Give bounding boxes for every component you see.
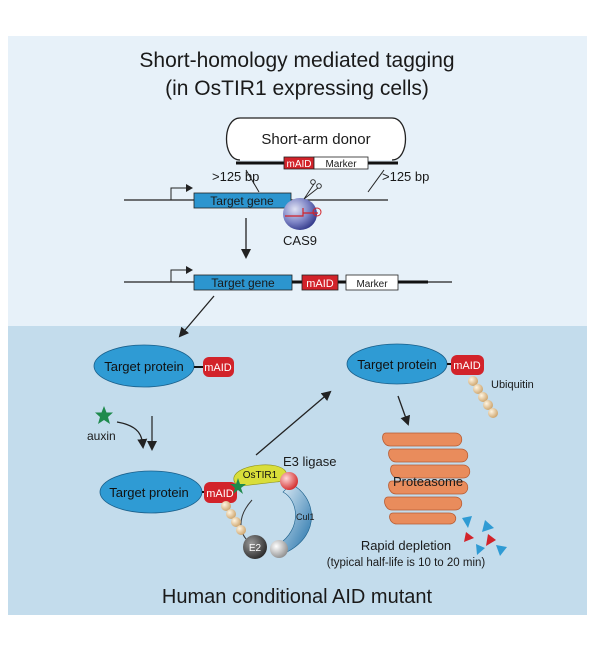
e3-ligase-label: E3 ligase	[283, 454, 336, 469]
cul1-label: Cul1	[296, 512, 315, 522]
target-gene-label-before: Target gene	[210, 194, 274, 208]
cut-site-mark	[285, 208, 318, 217]
crossover-right	[367, 169, 385, 193]
promoter-arrow-before	[170, 187, 186, 200]
depletion-line1: Rapid depletion	[361, 538, 451, 553]
homology-left-label: >125 bp	[212, 169, 259, 184]
ubiquitin-label: Ubiquitin	[491, 379, 534, 391]
depletion-line2: (typical half-life is 10 to 20 min)	[327, 557, 486, 569]
donor-label: Short-arm donor	[261, 131, 370, 148]
top-title-line1: Short-homology mediated tagging	[139, 49, 454, 72]
maid-2	[204, 482, 237, 503]
promoter-arrow-after-head	[186, 266, 193, 274]
grey-adaptor-ball	[270, 540, 288, 558]
donor-maid-label: mAID	[287, 159, 312, 170]
guide-rna-loop	[312, 207, 322, 217]
footer-title: Human conditional AID mutant	[162, 586, 433, 608]
marker-label-after: Marker	[356, 279, 388, 290]
ubiquitin-chain-2	[468, 376, 498, 418]
scissors-icon	[303, 179, 322, 200]
homology-right-label: >125 bp	[382, 169, 429, 184]
donor-marker-label: Marker	[325, 159, 357, 170]
maid-1	[203, 357, 234, 377]
donor-plasmid-outline	[226, 117, 406, 161]
cas9-label: CAS9	[283, 233, 317, 248]
target-gene-label-after: Target gene	[211, 276, 275, 290]
top-title-line2: (in OsTIR1 expressing cells)	[165, 77, 429, 100]
maid-2-label: mAID	[206, 488, 234, 500]
expression-arrow	[178, 295, 215, 338]
promoter-arrow-before-head	[186, 184, 193, 192]
top-panel-background	[8, 36, 587, 326]
promoter-arrow-after	[170, 269, 186, 282]
rbx1-ball	[280, 472, 298, 490]
crossover-left	[245, 169, 260, 193]
target-protein-2-label: Target protein	[109, 485, 189, 500]
target-protein-1-label: Target protein	[104, 359, 184, 374]
maid-1-label: mAID	[204, 362, 232, 374]
auxin-star-icon	[95, 406, 113, 424]
bound-auxin-star-icon	[230, 478, 246, 494]
ubiquitination-arrow	[255, 390, 332, 456]
target-protein-3-label: Target protein	[357, 357, 437, 372]
cas9-protein	[283, 198, 317, 230]
auxin-curve-arrow	[116, 421, 148, 449]
e2-label: E2	[249, 543, 262, 554]
e2-enzyme	[243, 535, 267, 559]
auxin-label: auxin	[87, 429, 116, 443]
maid-3-label: mAID	[453, 360, 481, 372]
proteasome-label: Proteasome	[393, 474, 463, 489]
degradation-fragments	[462, 516, 507, 556]
degradation-arrow	[397, 395, 411, 426]
maid-3	[451, 355, 484, 375]
ostir1-label: OsTIR1	[243, 470, 278, 481]
ubiquitin-chain-1	[221, 501, 246, 535]
maid-label-after: mAID	[306, 278, 334, 290]
proteasome-icon	[382, 432, 471, 525]
